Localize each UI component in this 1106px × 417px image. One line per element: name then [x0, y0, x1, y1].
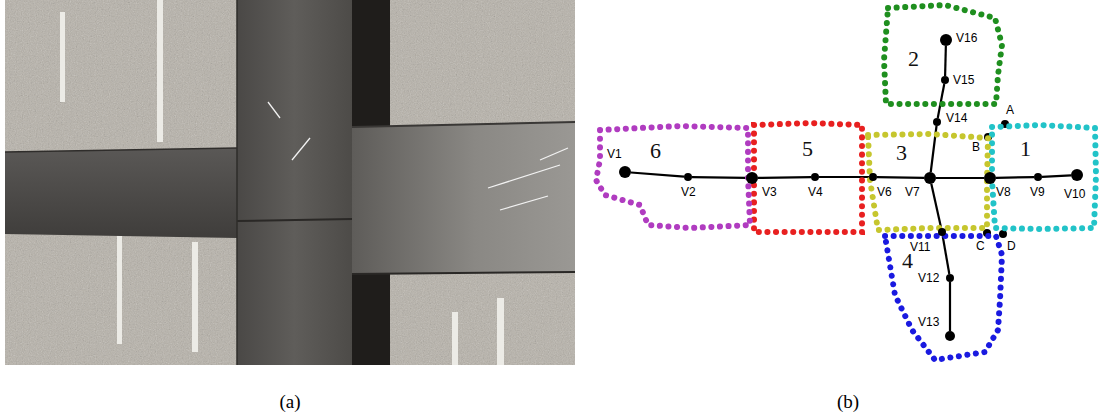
- segment-region: 2: [880, 1, 1006, 108]
- point-label: D: [1007, 240, 1016, 252]
- subfigure-label: (b): [837, 392, 859, 411]
- skeleton-edge: [949, 282, 951, 331]
- skeleton-vertex: V4: [811, 173, 819, 181]
- skeleton-edge: [631, 172, 684, 176]
- segment-region: 1: [988, 121, 1100, 233]
- region-number: 4: [902, 250, 913, 272]
- skeleton-vertex: V11: [938, 228, 946, 236]
- region-number: 5: [802, 138, 813, 160]
- right-beam: [352, 122, 575, 274]
- skeleton-edge: [943, 236, 950, 274]
- region-boundary: [868, 134, 988, 230]
- skeleton-vertex: V2: [684, 173, 692, 181]
- beam-seam: [237, 219, 352, 221]
- skeleton-edge: [692, 176, 746, 179]
- segment-region: 6: [592, 122, 754, 232]
- dotted-outline: [881, 232, 1006, 364]
- vertex-label: V16: [956, 32, 977, 44]
- skeleton-vertex: V13: [945, 331, 955, 341]
- photo-frame: [5, 0, 575, 365]
- vertex-label: V8: [996, 186, 1011, 198]
- region-number: 3: [896, 142, 907, 164]
- skeleton-vertex: V7: [924, 172, 936, 184]
- skeleton-vertex: V8: [984, 172, 996, 184]
- dotted-outline: [880, 1, 1006, 108]
- subfigure-label: (a): [279, 392, 300, 411]
- skeleton-vertex: V3: [746, 172, 758, 184]
- vertex-label: V3: [762, 186, 777, 198]
- vertex-label: V9: [1030, 186, 1045, 198]
- region-boundary: [992, 125, 1096, 229]
- vertex-label: V11: [910, 241, 930, 253]
- vertex-label: V1: [607, 148, 622, 160]
- beam-edge: [5, 148, 237, 152]
- dotted-outline: [750, 119, 866, 236]
- point-label: A: [1006, 104, 1014, 116]
- skeleton-edge: [877, 176, 924, 179]
- vertex-label: V6: [877, 186, 892, 198]
- skeleton-edge: [931, 184, 941, 228]
- skeleton-vertex: V12: [946, 274, 954, 282]
- skeleton-edge: [936, 177, 984, 179]
- concrete-ground: [5, 0, 575, 365]
- region-number: 6: [650, 140, 661, 162]
- skeleton-vertex: V6: [869, 173, 877, 181]
- segment-region: 5: [750, 119, 866, 236]
- region-boundary: [884, 5, 1002, 104]
- vertex-label: V14: [946, 112, 967, 124]
- skeleton-vertex: V15: [941, 76, 949, 84]
- vertex-label: V10: [1064, 188, 1085, 200]
- vertex-label: V4: [808, 186, 823, 198]
- point-dot: [999, 230, 1007, 238]
- beam-edge: [352, 272, 575, 274]
- skeleton-edge: [944, 46, 947, 76]
- skeleton-vertex: V1: [619, 166, 631, 178]
- dotted-outline: [988, 121, 1100, 233]
- region-boundary: [885, 236, 1002, 360]
- concrete-texture: [5, 0, 575, 365]
- vertex-label: V2: [681, 186, 696, 198]
- beam-edge: [236, 0, 238, 365]
- skeleton-vertex: V9: [1034, 173, 1042, 181]
- region-boundary: [596, 126, 750, 228]
- skeleton-vertex: V16: [940, 34, 952, 46]
- skeleton-edge: [758, 176, 811, 179]
- dotted-outline: [592, 122, 754, 232]
- vertex-label: V13: [918, 316, 939, 328]
- region-boundary: [754, 123, 862, 232]
- skeleton-vertex: V14: [933, 118, 941, 126]
- beam-edge: [352, 122, 575, 127]
- vertex-label: V15: [953, 74, 974, 86]
- left-beam: [5, 148, 237, 238]
- point-label: C: [976, 240, 985, 252]
- region-number: 1: [1020, 138, 1031, 160]
- region-number: 2: [908, 48, 919, 70]
- skeleton-edge: [938, 84, 945, 118]
- scratches: [268, 102, 568, 210]
- vertex-label: V12: [918, 272, 939, 284]
- skeleton-vertex: V10: [1071, 169, 1083, 181]
- segment-region: 4: [881, 232, 1006, 364]
- point-label: B: [972, 141, 980, 153]
- vertex-label: V7: [905, 186, 920, 198]
- skeleton-edge: [996, 176, 1034, 179]
- vertical-beam: [237, 0, 352, 365]
- skeleton-edge: [1042, 175, 1071, 176]
